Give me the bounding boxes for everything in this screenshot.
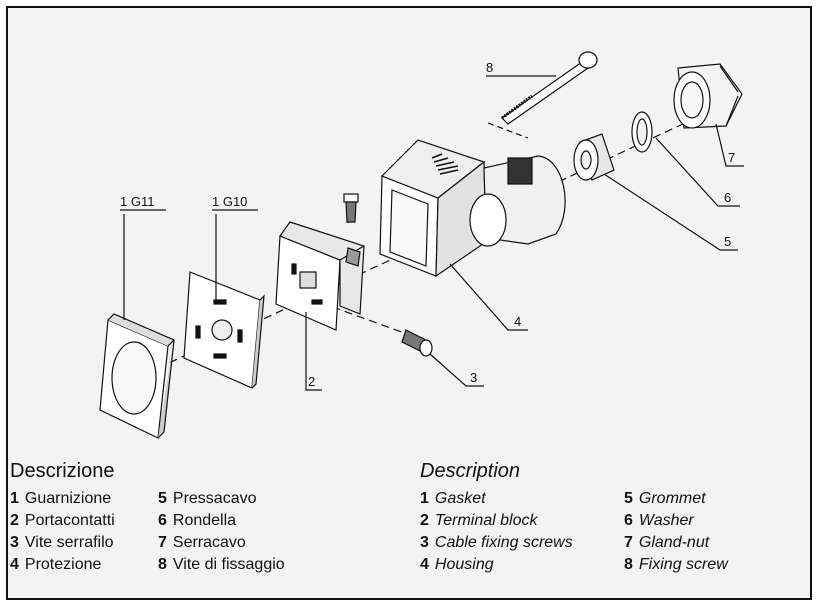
exploded-view-drawing: 1 G11 1 G10 2 3 4 5 6 7 8 — [99, 51, 744, 439]
grommet-part — [573, 133, 615, 181]
legend-italian-title: Descrizione — [10, 460, 115, 482]
legend-english-title: Description — [420, 460, 521, 482]
small-screw-top — [343, 193, 359, 223]
callout-4: 4 — [514, 314, 521, 329]
washer-part — [631, 111, 653, 153]
callout-1g11: 1 G11 — [120, 194, 154, 209]
housing-part — [379, 139, 566, 278]
callout-3: 3 — [470, 370, 477, 385]
callout-6: 6 — [724, 190, 731, 205]
callout-2: 2 — [308, 374, 315, 389]
callout-8: 8 — [486, 60, 493, 75]
small-screw-3 — [401, 329, 433, 357]
terminal-block-part — [275, 221, 365, 331]
gasket-part — [99, 313, 176, 439]
fixing-screw-part — [501, 51, 598, 125]
gland-nut-part — [673, 63, 743, 129]
callout-1g10: 1 G10 — [212, 194, 247, 209]
callout-5: 5 — [724, 234, 731, 249]
callout-7: 7 — [728, 150, 735, 165]
terminal-plate-part — [183, 271, 265, 389]
